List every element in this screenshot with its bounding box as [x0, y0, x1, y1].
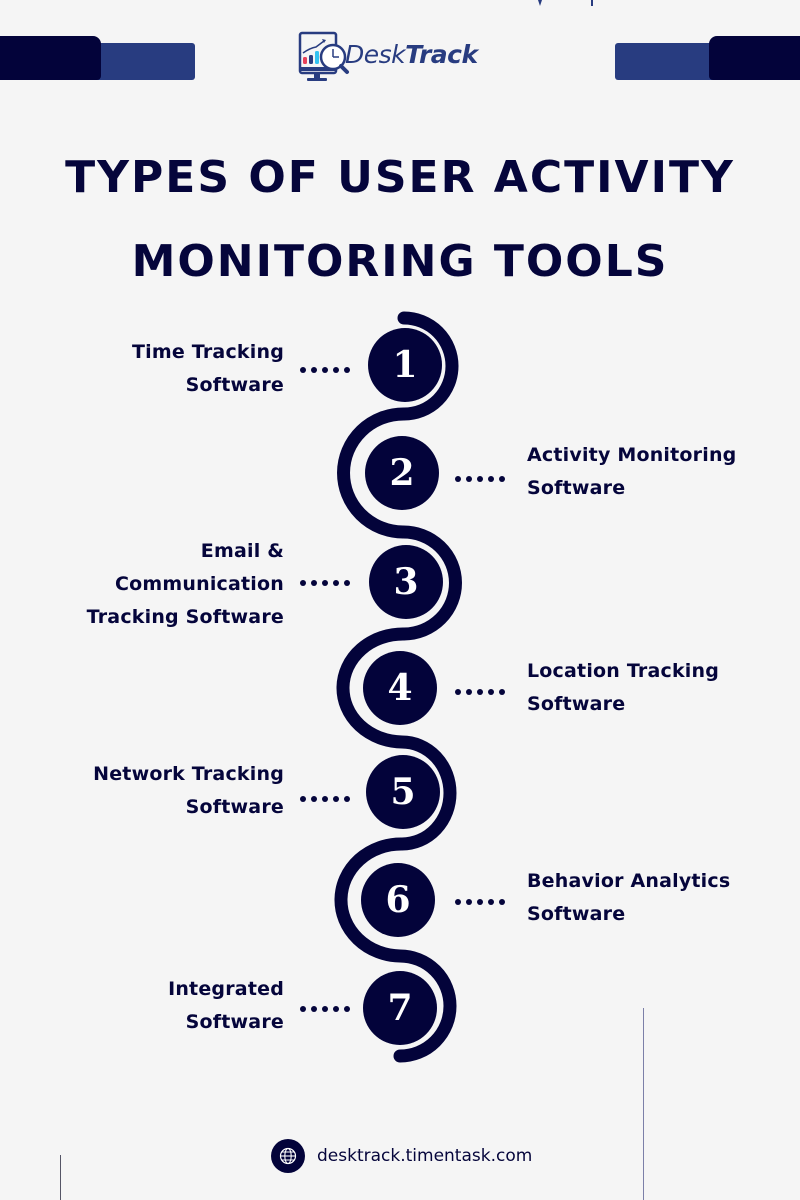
- step-2-label: Activity Monitoring Software: [527, 439, 737, 505]
- logo-wordmark-bold: Track: [405, 40, 478, 69]
- decorative-vertical-line-right: [643, 1008, 644, 1200]
- step-5-label: Network Tracking Software: [93, 758, 284, 824]
- logo-wordmark: DeskTrack: [345, 40, 478, 69]
- step-4-number: 4: [387, 667, 413, 709]
- step-2-label-line-2: Software: [527, 477, 626, 499]
- step-3-number: 3: [393, 561, 419, 603]
- right-banner-fold: [709, 36, 800, 80]
- step-2-dotted-connector: [455, 476, 505, 482]
- step-5-label-line-1: Network Tracking: [93, 763, 284, 785]
- step-6-label: Behavior Analytics Software: [527, 865, 730, 931]
- step-1-number: 1: [392, 344, 418, 386]
- page-title-line-2: MONITORING TOOLS: [131, 236, 669, 287]
- step-7-label-line-2: Software: [185, 1011, 284, 1033]
- step-1-label-line-1: Time Tracking: [132, 341, 284, 363]
- logo-wordmark-light: Desk: [345, 40, 406, 69]
- step-3-label-line-2: Communication: [114, 573, 284, 595]
- step-7-number-badge: 7: [363, 971, 437, 1045]
- step-2-number-badge: 2: [365, 436, 439, 510]
- step-4-dotted-connector: [455, 689, 505, 695]
- step-3-label: Email & Communication Tracking Software: [87, 535, 284, 634]
- step-2-number: 2: [389, 452, 415, 494]
- monitor-chart-clock-magnifier-icon: [298, 31, 349, 81]
- step-3-label-line-1: Email &: [200, 540, 284, 562]
- step-1-number-badge: 1: [368, 328, 442, 402]
- website-url-link[interactable]: desktrack.timentask.com: [317, 1146, 533, 1166]
- decorative-vertical-line-left: [60, 1155, 61, 1200]
- page-title: TYPES OF USER ACTIVITY MONITORING TOOLS: [0, 136, 800, 304]
- step-5-number: 5: [390, 771, 416, 813]
- step-3-dotted-connector: [300, 580, 350, 586]
- step-6-number-badge: 6: [361, 863, 435, 937]
- globe-glyph-icon: [279, 1147, 297, 1165]
- step-7-number: 7: [387, 987, 413, 1029]
- page-title-line-1: TYPES OF USER ACTIVITY: [65, 152, 735, 203]
- step-4-label-line-2: Software: [527, 693, 626, 715]
- step-5-dotted-connector: [300, 796, 350, 802]
- step-5-number-badge: 5: [366, 755, 440, 829]
- sparkle-decoration-icon: [538, 0, 593, 6]
- step-4-label: Location Tracking Software: [527, 655, 719, 721]
- globe-icon: [271, 1139, 305, 1173]
- left-banner-fold: [0, 36, 101, 80]
- step-6-dotted-connector: [455, 899, 505, 905]
- step-6-label-line-1: Behavior Analytics: [527, 870, 731, 892]
- step-1-dotted-connector: [300, 367, 350, 373]
- step-6-number: 6: [385, 879, 411, 921]
- step-1-label: Time Tracking Software: [132, 336, 284, 402]
- step-3-number-badge: 3: [369, 545, 443, 619]
- step-2-label-line-1: Activity Monitoring: [527, 444, 737, 466]
- footer-website[interactable]: desktrack.timentask.com: [271, 1139, 532, 1173]
- step-5-label-line-2: Software: [185, 796, 284, 818]
- step-7-label-line-1: Integrated: [168, 978, 284, 1000]
- step-7-label: Integrated Software: [168, 973, 284, 1039]
- desktrack-logo: DeskTrack: [298, 31, 518, 85]
- step-6-label-line-2: Software: [527, 903, 626, 925]
- step-4-label-line-1: Location Tracking: [527, 660, 720, 682]
- step-4-number-badge: 4: [363, 651, 437, 725]
- step-1-label-line-2: Software: [185, 374, 284, 396]
- step-7-dotted-connector: [300, 1006, 350, 1012]
- step-3-label-line-3: Tracking Software: [86, 606, 284, 628]
